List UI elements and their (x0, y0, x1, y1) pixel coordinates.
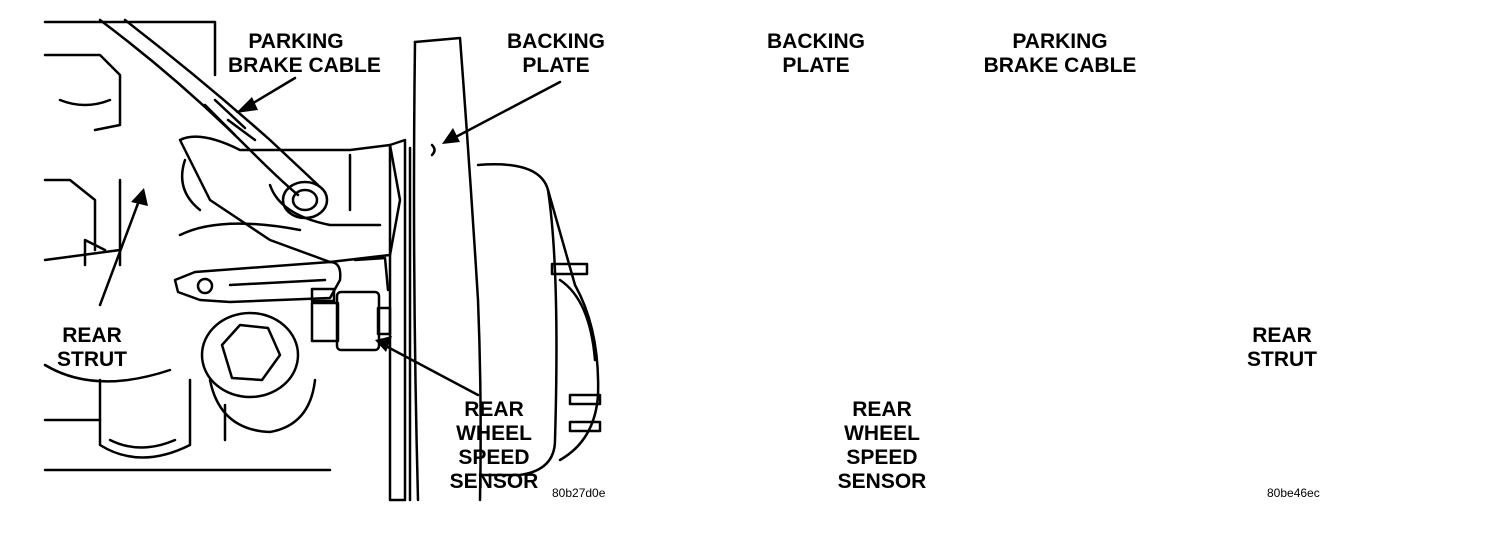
left-rotor (476, 163, 602, 477)
right-backing-plate-label-line-2: PLATE (782, 54, 850, 77)
left-speed-sensor-label-line-4: SENSOR (449, 470, 539, 493)
left-parking-brake-cable-label: PARKING BRAKE CABLE (228, 30, 381, 78)
left-rear-strut-label-line-2: STRUT (57, 348, 127, 371)
right-speed-sensor-label-line-2: WHEEL (844, 422, 920, 445)
left-backing-plate-label-line-1: BACKING (507, 30, 605, 53)
left-illustration-panel: PARKING BRAKE CABLE BACKING PLATE REAR S… (43, 18, 612, 502)
left-arrowheads (131, 97, 460, 352)
right-speed-sensor-label-line-4: SENSOR (837, 470, 927, 493)
left-brake-assembly-drawing (43, 18, 602, 502)
right-parking-brake-cable-label: PARKING BRAKE CABLE (974, 30, 1146, 78)
left-rear-strut-label: REAR STRUT (46, 324, 138, 372)
right-rear-strut-label-line-2: STRUT (1247, 348, 1317, 371)
right-speed-sensor-label-line-1: REAR (852, 398, 912, 421)
left-callout-arrows (98, 76, 562, 397)
left-speed-sensor-label: REAR WHEEL SPEED SENSOR (438, 398, 550, 494)
right-backing-plate-label: BACKING PLATE (760, 30, 872, 78)
right-parking-brake-cable-label-line-2: BRAKE CABLE (983, 54, 1137, 77)
left-speed-sensor-label-line-2: WHEEL (456, 422, 532, 445)
left-parking-brake-cable-label-line-2: BRAKE CABLE (228, 54, 381, 77)
left-parking-brake-cable-label-line-1: PARKING (248, 30, 344, 53)
left-rear-strut-label-line-1: REAR (62, 324, 122, 347)
left-figure-code: 80b27d0e (552, 486, 606, 500)
left-strut-bolt (200, 311, 317, 442)
right-rear-strut-label: REAR STRUT (1236, 324, 1328, 372)
left-speed-sensor-label-line-1: REAR (464, 398, 524, 421)
right-illustration-panel: BACKING PLATE PARKING BRAKE CABLE REAR S… (752, 0, 1504, 546)
right-speed-sensor-label: REAR WHEEL SPEED SENSOR (826, 398, 938, 494)
left-backing-plate-label-line-2: PLATE (522, 54, 590, 77)
right-speed-sensor-label-line-3: SPEED (846, 446, 918, 469)
left-speed-sensor-label-line-3: SPEED (458, 446, 530, 469)
right-figure-code: 80be46ec (1267, 486, 1320, 500)
left-knuckle-body (178, 135, 402, 264)
right-rear-strut-label-line-1: REAR (1252, 324, 1312, 347)
left-sensor-bracket (173, 260, 342, 304)
left-vehicle-body-lines (43, 20, 332, 472)
left-wheel-speed-sensor (310, 256, 392, 352)
right-parking-brake-cable-label-line-1: PARKING (1012, 30, 1108, 53)
left-parking-brake-cable (98, 18, 329, 220)
right-backing-plate-label-line-1: BACKING (767, 30, 865, 53)
left-backing-plate-label: BACKING PLATE (500, 30, 612, 78)
left-backing-plate (388, 36, 482, 502)
